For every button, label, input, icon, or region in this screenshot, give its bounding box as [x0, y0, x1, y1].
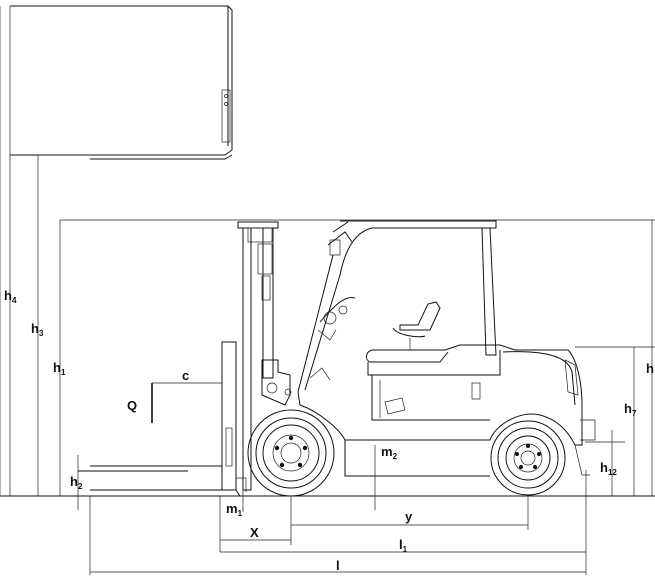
- label-x: X: [250, 525, 259, 540]
- label-h1: h1: [53, 360, 66, 377]
- label-h2: h2: [70, 474, 83, 491]
- lowered-fork: [78, 341, 247, 497]
- raised-fork: [10, 5, 233, 160]
- front-wheel: [247, 409, 335, 497]
- mast: [237, 221, 292, 491]
- rear-wheel: [490, 420, 566, 496]
- label-c: c: [182, 368, 189, 383]
- load-center-marker: [151, 380, 223, 423]
- truck-body: [297, 344, 596, 477]
- label-h3: h3: [31, 321, 44, 338]
- label-l1: l1: [399, 537, 408, 554]
- label-q: Q: [127, 398, 137, 413]
- label-y: y: [405, 509, 413, 524]
- bottom-dimensions: [89, 470, 587, 575]
- label-l: l: [336, 558, 340, 573]
- steering-wheel: [309, 296, 356, 381]
- overhead-guard: [297, 220, 497, 393]
- operator-seat: [392, 301, 441, 350]
- label-h4: h4: [4, 288, 17, 305]
- label-h-right: h: [646, 361, 654, 376]
- label-m1: m1: [226, 501, 243, 518]
- label-m2: m2: [381, 444, 398, 461]
- label-h7: h7: [624, 401, 637, 418]
- label-h12: h12: [600, 460, 617, 477]
